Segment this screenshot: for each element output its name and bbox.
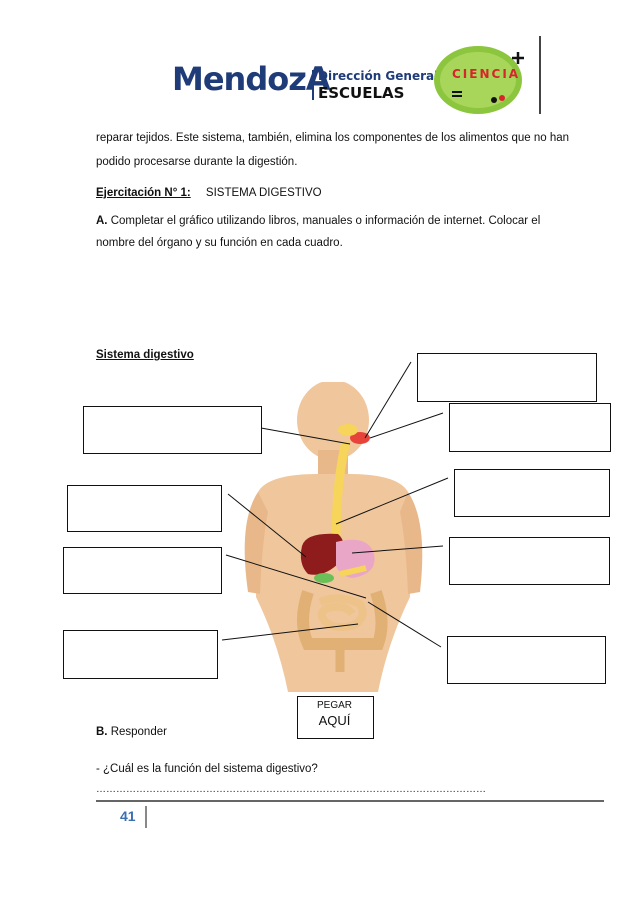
section-b-label: Responder — [108, 726, 167, 738]
section-b-heading: B. Responder — [96, 722, 167, 742]
answer-line[interactable]: ……………………………………………………………………………………………………… — [96, 780, 516, 800]
paste-here-label-1: PEGAR — [297, 700, 372, 711]
label-box-left-2[interactable] — [67, 485, 222, 532]
paste-here-label-2: AQUÍ — [297, 713, 372, 728]
label-box-right-3[interactable] — [454, 469, 610, 517]
label-box-left-4[interactable] — [63, 630, 218, 679]
label-box-right-2[interactable] — [449, 403, 611, 452]
footer-rule — [96, 800, 604, 802]
label-box-left-1[interactable] — [83, 406, 262, 454]
label-box-right-5[interactable] — [447, 636, 606, 684]
label-box-left-3[interactable] — [63, 547, 222, 594]
page-number: 41 — [120, 808, 136, 824]
page-number-bar — [145, 806, 147, 828]
section-b-letter: B. — [96, 726, 108, 738]
label-box-right-4[interactable] — [449, 537, 610, 585]
label-box-right-1[interactable] — [417, 353, 597, 402]
section-b-question: - ¿Cuál es la función del sistema digest… — [96, 759, 318, 779]
